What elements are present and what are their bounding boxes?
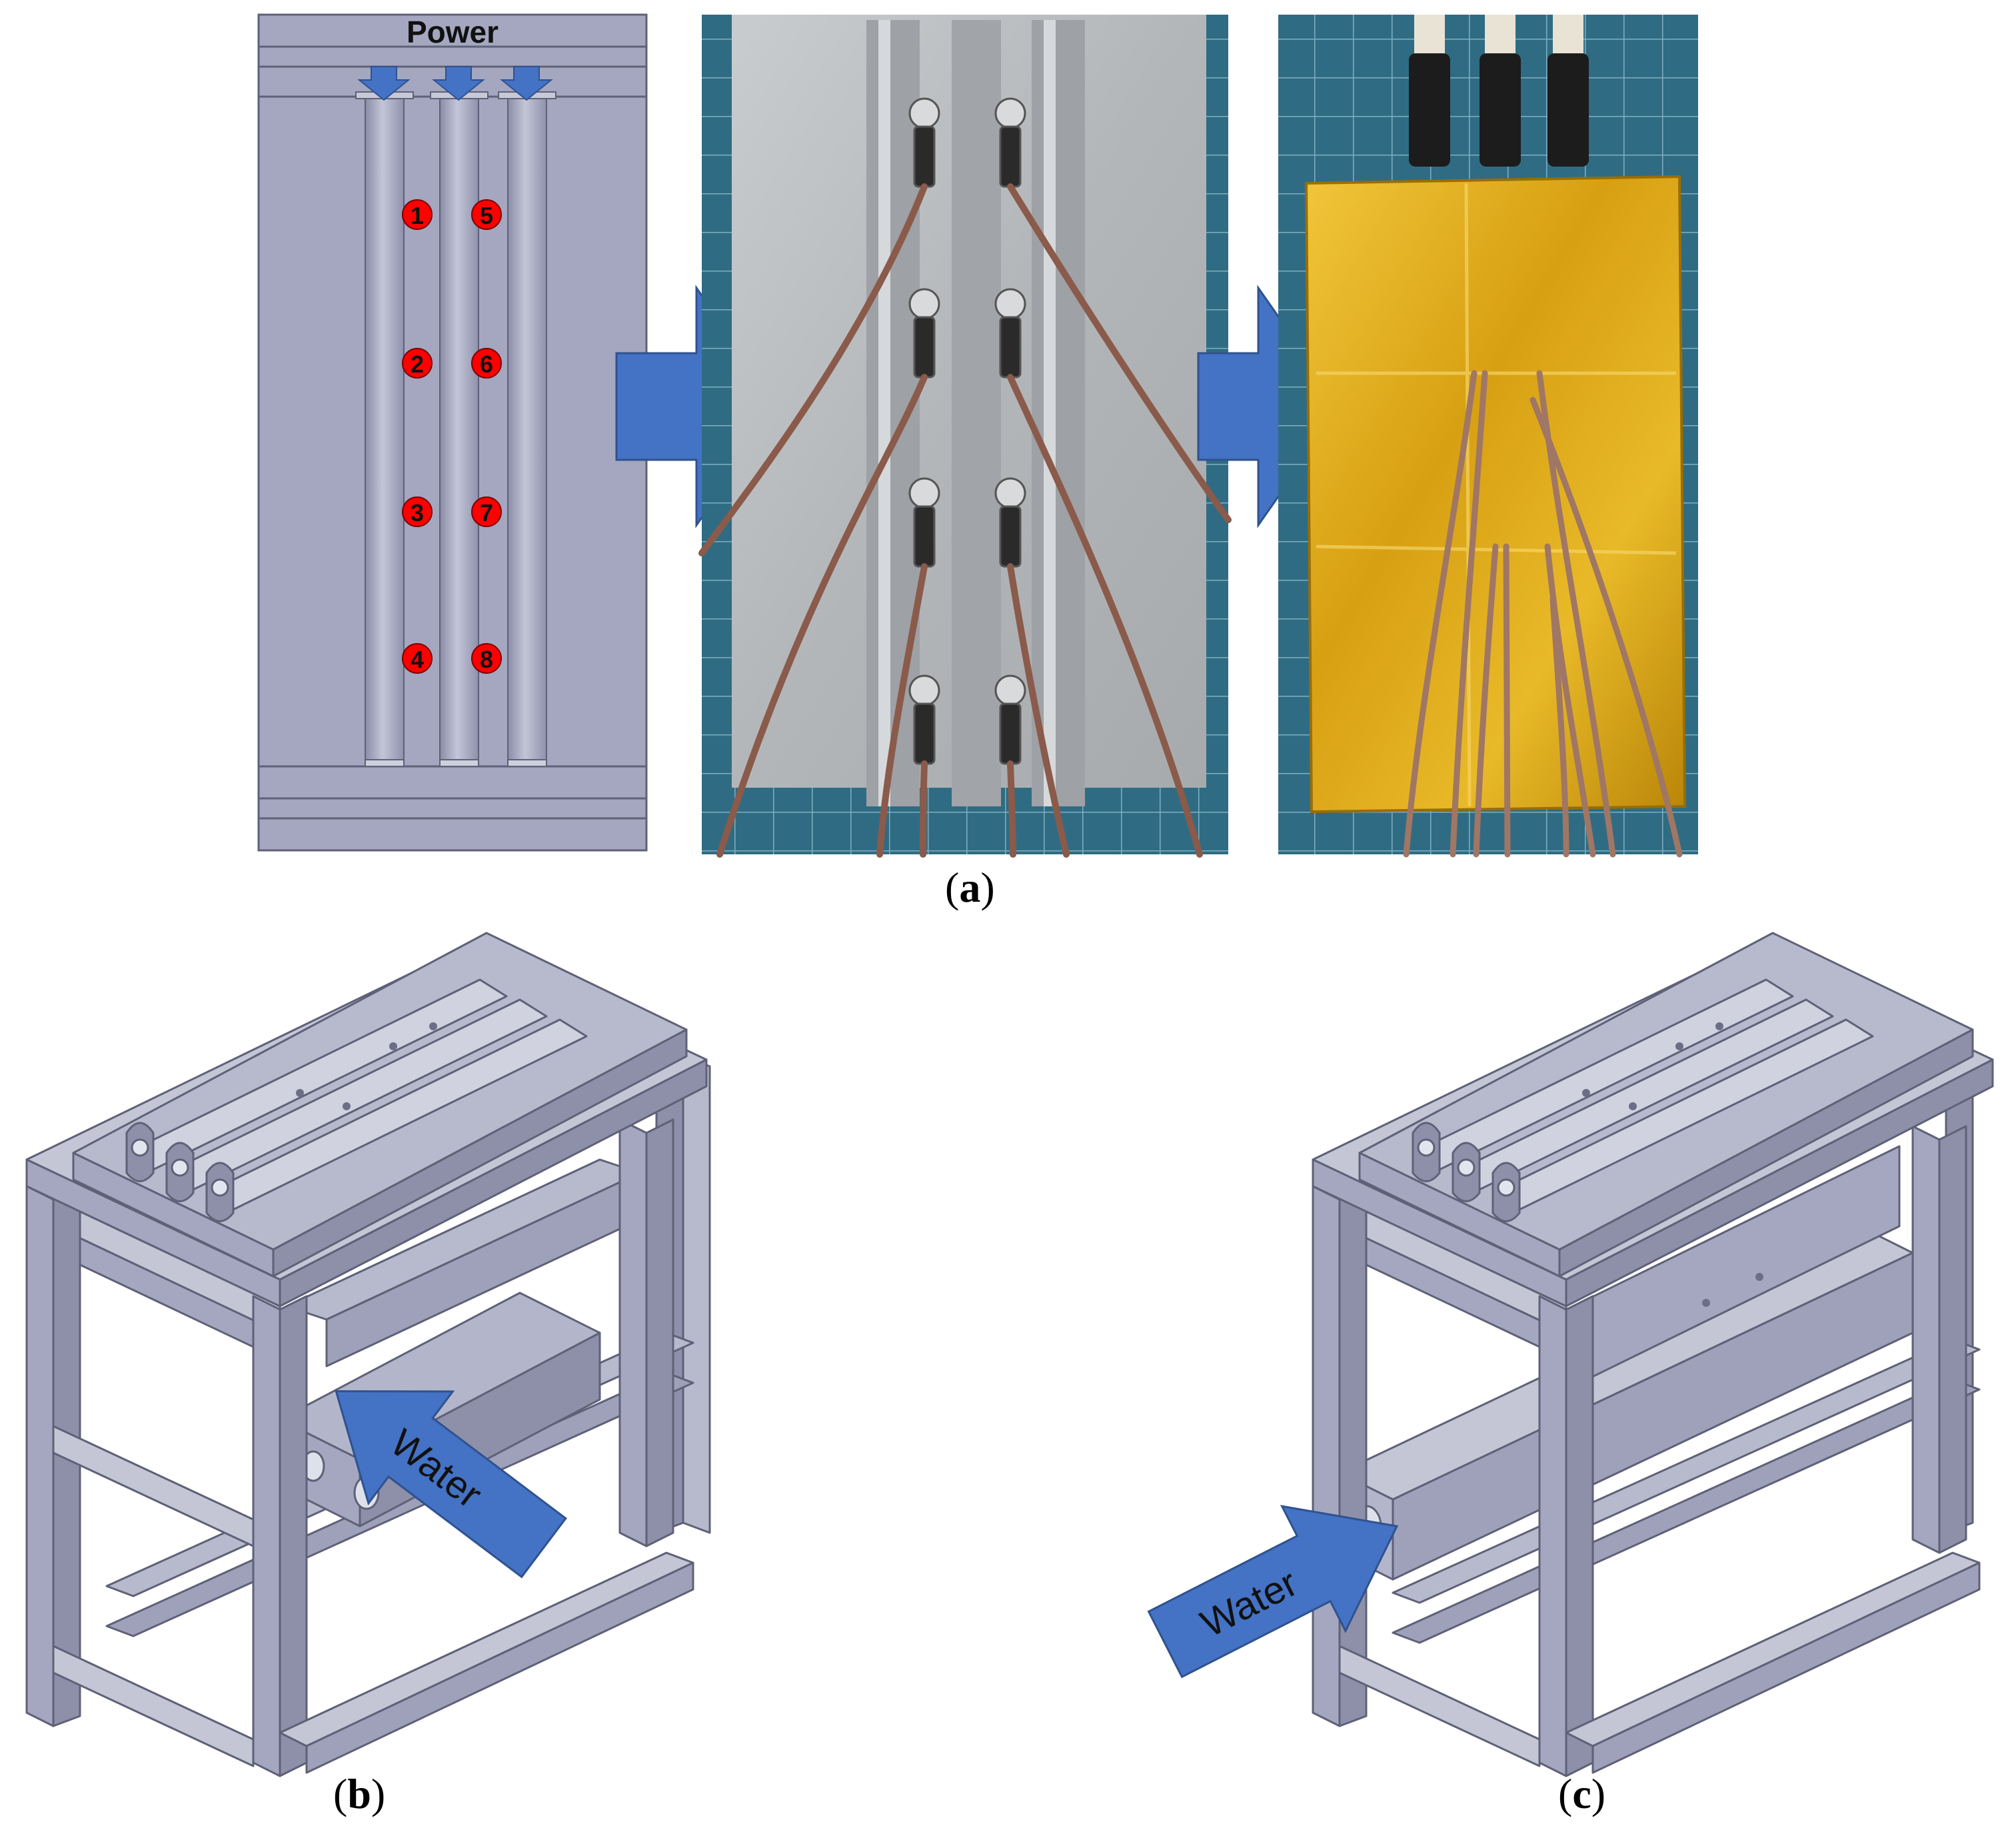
- caption-c: (c): [1558, 1770, 1606, 1817]
- svg-text:5: 5: [480, 202, 493, 229]
- power-label: Power: [407, 15, 499, 49]
- sensor-3: 3: [402, 496, 433, 527]
- svg-text:2: 2: [411, 351, 424, 378]
- panel-c-assembly: [1312, 932, 1994, 1777]
- power-arrow-3: [500, 66, 553, 101]
- sensor-8: 8: [471, 643, 502, 674]
- caption-b: (b): [333, 1770, 386, 1817]
- power-arrow-2: [432, 66, 485, 101]
- sensor-4: 4: [402, 643, 433, 674]
- panel-b-assembly: [25, 932, 711, 1777]
- svg-text:4: 4: [411, 646, 424, 673]
- sensor-5: 5: [471, 199, 502, 230]
- caption-a: (a): [945, 864, 995, 911]
- sensor-6: 6: [471, 348, 502, 379]
- power-arrow-1: [357, 66, 411, 101]
- panel-a-photo-wrapped: [1278, 15, 1698, 858]
- sensor-2: 2: [402, 348, 433, 379]
- svg-text:3: 3: [411, 499, 424, 526]
- svg-text:6: 6: [480, 351, 493, 378]
- panel-a-schematic: Power 1 2 3 4 5 6 7 8: [257, 13, 648, 852]
- panel-a-photo-plate: [698, 15, 1232, 858]
- sensor-markers: 1 2 3 4 5 6 7 8: [402, 199, 502, 674]
- svg-text:8: 8: [480, 646, 493, 673]
- sensor-7: 7: [471, 496, 502, 527]
- svg-text:7: 7: [480, 499, 493, 526]
- svg-text:1: 1: [411, 202, 424, 229]
- sensor-1: 1: [402, 199, 433, 230]
